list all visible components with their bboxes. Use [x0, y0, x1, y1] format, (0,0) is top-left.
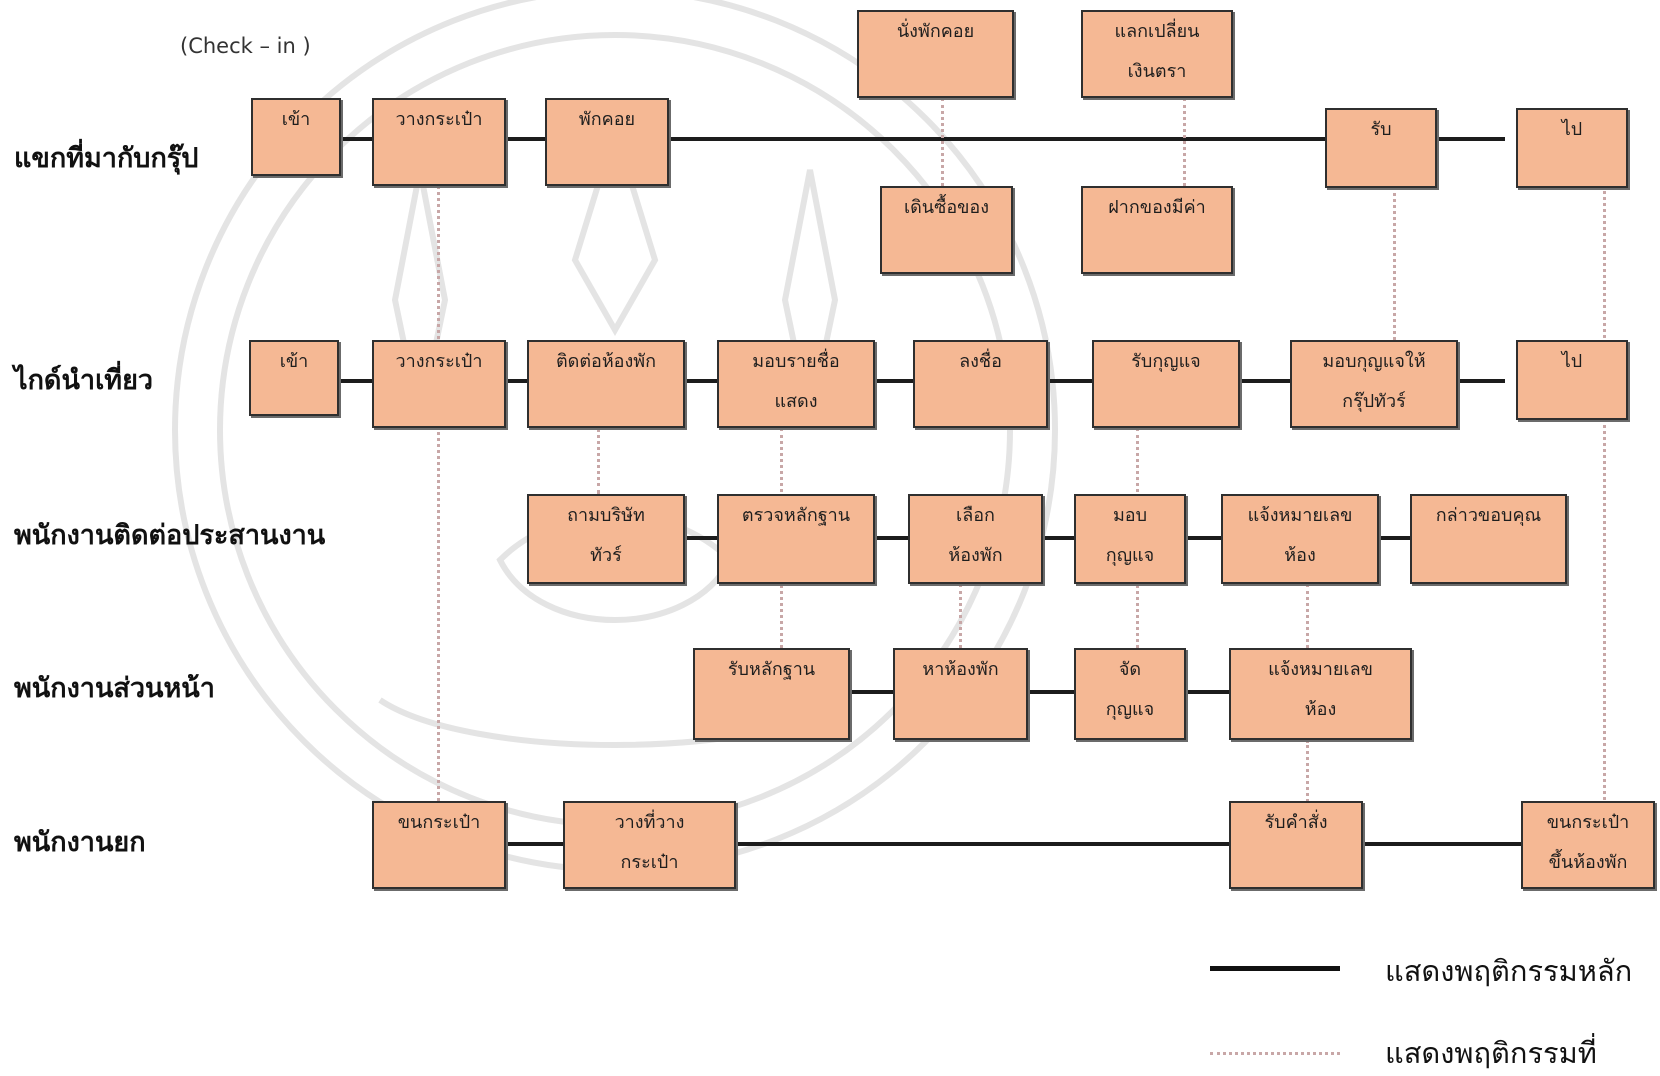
coord-inform-text-1: แจ้งหมายเลข [1247, 505, 1353, 526]
guide-list-box: มอบรายชื่อ แสดง [717, 340, 875, 428]
connector-sit-to-shop [941, 98, 944, 186]
guest-enter-text: เข้า [281, 109, 311, 130]
connector-guest-go [1603, 180, 1606, 800]
legend-main-text: แสดงพฤติกรรมหลัก [1385, 954, 1633, 988]
check-in-note: (Check – in ) [180, 34, 311, 58]
guest-shop-text: เดินซื้อของ [903, 197, 990, 218]
coord-check-box: ตรวจหลักฐาน [717, 494, 875, 584]
connector-coord-inform [1306, 584, 1309, 648]
guide-key-box: รับกุญแจ [1092, 340, 1240, 428]
connector-front-inform [1306, 740, 1309, 802]
guest-receive-box: รับ [1325, 108, 1437, 188]
coordinator-main-line [683, 536, 1410, 540]
guide-give-key-box: มอบกุญแจให้ กรุ๊ปทัวร์ [1290, 340, 1458, 428]
porter-place-text-1: วางที่วาง [614, 812, 685, 833]
guest-sit-wait-text: นั่งพักคอย [896, 21, 975, 42]
guest-receive-text: รับ [1370, 119, 1392, 140]
guide-enter-box: เข้า [249, 340, 339, 416]
lane-porter-label: พนักงานยก [14, 827, 146, 858]
porter-up-text-2: ขึ้นห้องพัก [1548, 852, 1628, 873]
front-prepare-key-text-1: จัด [1118, 659, 1142, 680]
porter-carry-box: ขนกระเป๋า [372, 801, 506, 889]
legend-main-line [1210, 966, 1340, 971]
legend-dotted-line [1210, 1052, 1340, 1055]
coord-thanks-box: กล่าวขอบคุณ [1410, 494, 1567, 584]
front-inform-text-1: แจ้งหมายเลข [1268, 659, 1373, 680]
guest-drop-bag-box: วางกระเป๋า [372, 98, 506, 186]
lane-guest-label: แขกที่มากับกรุ๊ป [14, 143, 199, 174]
porter-place-text-2: กระเป๋า [620, 852, 679, 873]
coord-select-text-2: ห้องพัก [948, 545, 1003, 566]
guide-contact-text: ติดต่อห้องพัก [555, 351, 657, 372]
guest-go-box: ไป [1516, 108, 1628, 188]
guide-sign-text: ลงชื่อ [959, 351, 1002, 372]
connector-guide-contact [597, 428, 600, 494]
porter-up-text-1: ขนกระเป๋า [1546, 812, 1630, 833]
front-receive-text: รับหลักฐาน [727, 659, 816, 680]
legend-secondary-text: แสดงพฤติกรรมที่ [1385, 1036, 1597, 1070]
coord-give-key-box: มอบ กุญแจ [1074, 494, 1186, 584]
guest-rest-text: พักคอย [578, 109, 636, 130]
coord-ask-box: ถามบริษัท ทัวร์ [527, 494, 685, 584]
coord-thanks-text: กล่าวขอบคุณ [1435, 505, 1542, 526]
guest-main-line [337, 137, 1505, 141]
coord-ask-text-2: ทัวร์ [590, 545, 622, 566]
coord-give-key-text-1: มอบ [1112, 505, 1148, 526]
guide-give-key-text-2: กรุ๊ปทัวร์ [1342, 391, 1406, 412]
front-receive-box: รับหลักฐาน [693, 648, 850, 740]
coord-select-text-1: เลือก [956, 505, 995, 526]
front-inform-box: แจ้งหมายเลข ห้อง [1229, 648, 1412, 740]
guest-enter-box: เข้า [251, 98, 341, 176]
guest-drop-bag-text: วางกระเป๋า [395, 109, 483, 130]
front-find-box: หาห้องพัก [893, 648, 1028, 740]
guide-list-text-2: แสดง [774, 391, 818, 412]
front-prepare-key-text-2: กุญแจ [1105, 699, 1155, 720]
coord-inform-box: แจ้งหมายเลข ห้อง [1221, 494, 1379, 584]
coord-ask-text-1: ถามบริษัท [567, 505, 645, 526]
guide-sign-box: ลงชื่อ [913, 340, 1048, 428]
guide-key-text: รับกุญแจ [1131, 351, 1201, 372]
coord-select-box: เลือก ห้องพัก [908, 494, 1043, 584]
front-main-line [848, 690, 1232, 694]
guide-give-key-text-1: มอบกุญแจให้ [1322, 351, 1426, 372]
guest-exchange-text-2: เงินตรา [1127, 61, 1187, 82]
guide-contact-box: ติดต่อห้องพัก [527, 340, 685, 428]
porter-place-box: วางที่วาง กระเป๋า [563, 801, 736, 889]
guide-enter-text: เข้า [279, 351, 309, 372]
coord-give-key-text-2: กุญแจ [1105, 545, 1155, 566]
guest-exchange-box: แลกเปลี่ยน เงินตรา [1081, 10, 1233, 98]
connector-guest-drop-bag [437, 186, 440, 801]
connector-guest-receive [1393, 180, 1396, 340]
porter-order-text: รับคำสั่ง [1264, 812, 1328, 833]
guest-sit-wait-box: นั่งพักคอย [857, 10, 1014, 98]
guide-list-text-1: มอบรายชื่อ [752, 351, 840, 372]
coord-inform-text-2: ห้อง [1284, 545, 1316, 566]
lane-coordinator-label: พนักงานติดต่อประสานงาน [14, 520, 326, 551]
connector-coord-select [959, 584, 962, 648]
guest-shop-box: เดินซื้อของ [880, 186, 1013, 274]
lane-front-label: พนักงานส่วนหน้า [14, 673, 215, 704]
guest-deposit-text: ฝากของมีค่า [1108, 197, 1206, 218]
coord-check-text: ตรวจหลักฐาน [741, 505, 851, 526]
guide-drop-bag-text: วางกระเป๋า [395, 351, 483, 372]
porter-order-box: รับคำสั่ง [1229, 801, 1363, 889]
guest-go-text: ไป [1561, 119, 1583, 140]
lane-guide-label: ไกด์นำเที่ยว [14, 365, 154, 396]
porter-up-box: ขนกระเป๋า ขึ้นห้องพัก [1521, 801, 1655, 889]
front-find-text: หาห้องพัก [922, 659, 999, 680]
front-inform-text-2: ห้อง [1304, 699, 1337, 720]
guide-drop-bag-box: วางกระเป๋า [372, 340, 506, 428]
guest-rest-box: พักคอย [545, 98, 669, 186]
guide-go-text: ไป [1561, 351, 1583, 372]
porter-main-line [503, 842, 1525, 846]
guide-go-box: ไป [1516, 340, 1628, 420]
front-prepare-key-box: จัด กุญแจ [1074, 648, 1186, 740]
connector-exchange-to-deposit [1183, 98, 1186, 186]
porter-carry-text: ขนกระเป๋า [397, 812, 481, 833]
guest-deposit-box: ฝากของมีค่า [1081, 186, 1233, 274]
guest-exchange-text-1: แลกเปลี่ยน [1114, 21, 1200, 42]
